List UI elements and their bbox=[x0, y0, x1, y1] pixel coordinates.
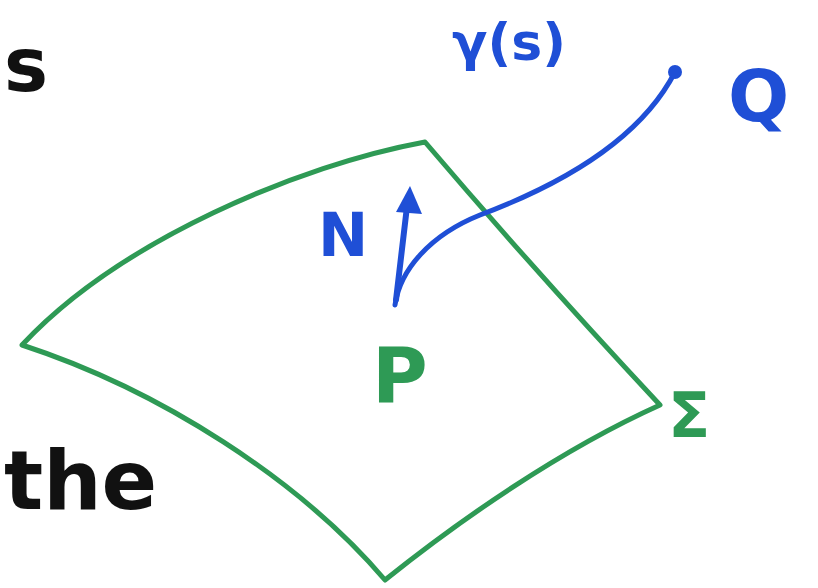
normal-vector bbox=[396, 198, 408, 300]
normal-label: N bbox=[318, 205, 368, 265]
surface-label: Σ bbox=[668, 385, 710, 447]
point-label: Q bbox=[728, 60, 789, 132]
point-q bbox=[668, 65, 682, 79]
normal-arrowhead bbox=[396, 186, 422, 214]
partial-word: the bbox=[4, 440, 157, 522]
curve-gamma bbox=[395, 72, 675, 305]
partial-word: s bbox=[4, 28, 48, 102]
point-label: P bbox=[372, 338, 428, 414]
curve-label: γ(s) bbox=[452, 16, 566, 68]
